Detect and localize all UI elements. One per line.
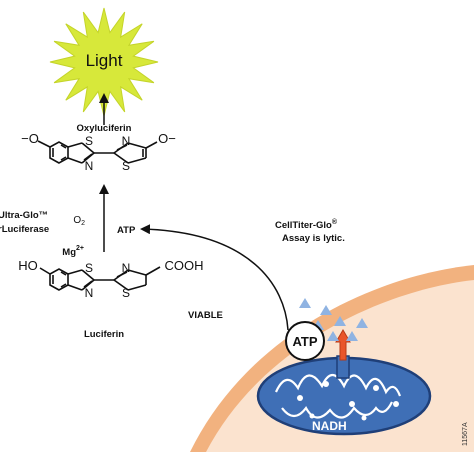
- luciferin-structure: [39, 266, 161, 291]
- nadh-label: NADH: [312, 419, 347, 433]
- assay-note: Assay is lytic.: [282, 233, 345, 244]
- atp-bubble: ATP: [285, 321, 325, 361]
- oxyluciferin-label: Oxyluciferin: [77, 123, 132, 134]
- enzyme-subname: rLuciferase: [0, 224, 49, 235]
- svg-text:N: N: [122, 261, 131, 275]
- magnesium-label: Mg2+: [62, 245, 84, 258]
- oxygen-label: O2: [73, 215, 85, 227]
- atp-triangle: [299, 298, 311, 308]
- svg-text:N: N: [122, 134, 131, 148]
- atp-triangle: [346, 331, 358, 341]
- luciferin-label: Luciferin: [84, 329, 124, 340]
- oxyluciferin-structure: [37, 140, 158, 164]
- svg-text:O−: O−: [158, 131, 176, 146]
- viable-label: VIABLE: [188, 310, 223, 321]
- svg-text:S: S: [85, 261, 93, 275]
- atp-triangle: [320, 305, 332, 315]
- atp-triangle: [356, 318, 368, 328]
- assay-name: CellTiter-Glo®: [275, 218, 338, 231]
- svg-text:N: N: [85, 286, 94, 300]
- enzyme-name: Ultra-Glo™: [0, 210, 48, 221]
- atp-triangle: [334, 316, 346, 326]
- svg-text:S: S: [85, 134, 93, 148]
- atp-label: ATP: [117, 225, 136, 236]
- svg-text:−O: −O: [21, 131, 39, 146]
- svg-text:HO: HO: [18, 258, 38, 273]
- cell: NADH ATP: [190, 265, 474, 452]
- figure-id: 11567A: [462, 422, 469, 446]
- atp-channel: [335, 329, 351, 379]
- svg-text:ATP: ATP: [292, 334, 317, 349]
- atp-triangle: [327, 331, 339, 341]
- svg-text:N: N: [85, 159, 94, 173]
- light-label: Light: [86, 51, 123, 70]
- svg-text:COOH: COOH: [165, 258, 204, 273]
- atp-release-arrow: [140, 224, 289, 331]
- svg-text:S: S: [122, 159, 130, 173]
- svg-text:S: S: [122, 286, 130, 300]
